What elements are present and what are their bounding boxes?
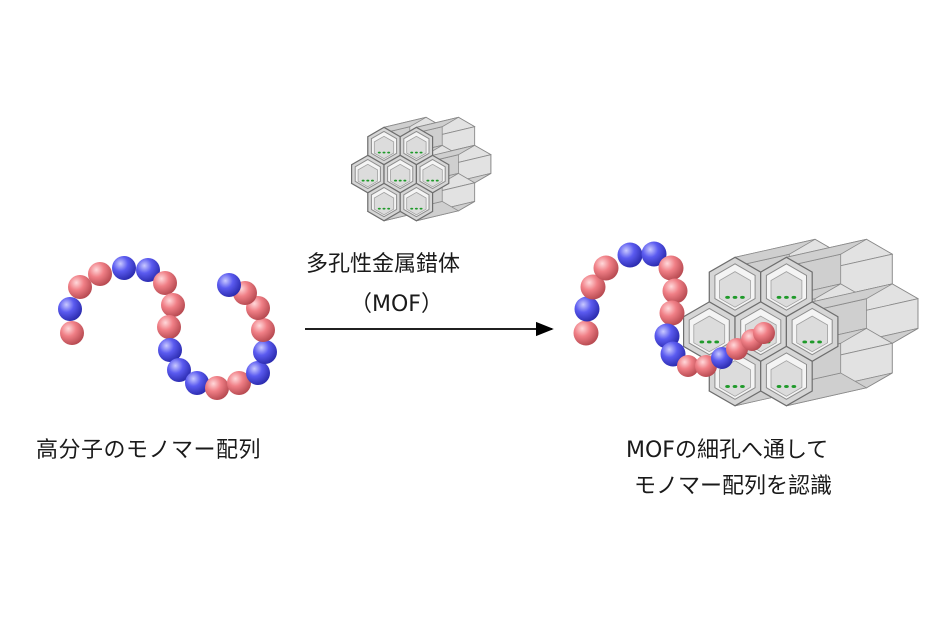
guest-dot [377, 207, 381, 210]
guest-dot [426, 179, 430, 182]
guest-dot [802, 340, 808, 344]
guest-dot [366, 179, 370, 182]
guest-dot [776, 385, 782, 388]
guest-dot [817, 340, 822, 344]
guest-dot [419, 207, 423, 210]
monomer-red-bead [227, 371, 251, 395]
monomer-red-bead [88, 262, 112, 286]
guest-dot [398, 179, 402, 182]
monomer-blue-bead [136, 258, 160, 282]
monomer-blue-bead [574, 296, 600, 322]
monomer-red-bead [573, 320, 599, 346]
guest-dot [382, 207, 386, 210]
monomer-red-bead [580, 274, 606, 300]
mof-large-illustration [682, 238, 919, 407]
result-label-line2: モノマー配列を認識 [634, 474, 833, 499]
guest-dot [419, 151, 423, 154]
monomer-red-bead [753, 322, 775, 344]
monomer-blue-bead [185, 371, 209, 395]
guest-dot [776, 295, 782, 299]
monomer-blue-bead [167, 358, 191, 382]
result-label-line1: MOFの細孔へ通して [626, 438, 829, 463]
monomer-red-bead [659, 300, 685, 326]
guest-dot [699, 340, 705, 344]
monomer-red-bead [205, 376, 229, 400]
monomer-red-bead [161, 293, 185, 317]
monomer-blue-bead [617, 242, 643, 268]
guest-dot [784, 295, 789, 299]
mof-name-label: 多孔性金属錯体 [306, 252, 461, 277]
guest-dot [784, 385, 789, 388]
guest-dot [394, 179, 398, 182]
guest-dot [403, 179, 407, 182]
monomer-red-bead [593, 255, 619, 281]
guest-dot [414, 207, 418, 210]
polymer-chain-right [573, 241, 775, 377]
guest-dot [382, 151, 386, 154]
monomer-red-bead [658, 255, 684, 281]
guest-dot [410, 151, 414, 154]
monomer-red-bead [68, 275, 92, 299]
monomer-red-bead [157, 315, 181, 339]
guest-dot [706, 340, 712, 344]
monomer-blue-bead [158, 338, 182, 362]
guest-dot [740, 385, 745, 388]
polymer-chain-left [58, 256, 277, 400]
guest-dot [740, 295, 745, 299]
guest-dot [387, 151, 391, 154]
guest-dot [361, 179, 365, 182]
monomer-blue-bead [641, 241, 667, 267]
guest-dot [725, 295, 730, 299]
guest-dot [387, 207, 391, 210]
guest-dot [410, 207, 414, 210]
monomer-blue-bead [253, 340, 277, 364]
monomer-blue-bead [217, 273, 241, 297]
monomer-blue-bead [58, 297, 82, 321]
guest-dot [791, 385, 797, 388]
guest-dot [791, 295, 797, 299]
guest-dot [414, 151, 418, 154]
polymer-sequence-label: 高分子のモノマー配列 [36, 438, 262, 463]
monomer-blue-bead [246, 361, 270, 385]
guest-dot [714, 340, 720, 344]
monomer-red-bead [153, 271, 177, 295]
monomer-blue-bead [112, 256, 136, 280]
guest-dot [370, 179, 374, 182]
guest-dot [725, 385, 730, 388]
guest-dot [809, 340, 815, 344]
monomer-red-bead [60, 321, 84, 345]
guest-dot [732, 385, 738, 388]
guest-dot [431, 179, 435, 182]
guest-dot [435, 179, 439, 182]
monomer-red-bead [251, 318, 275, 342]
monomer-red-bead [677, 355, 699, 377]
monomer-red-bead [662, 278, 688, 304]
mof-small-illustration [350, 116, 492, 222]
guest-dot [377, 151, 381, 154]
mof-abbrev-label: （MOF） [350, 292, 443, 317]
guest-dot [732, 295, 738, 299]
